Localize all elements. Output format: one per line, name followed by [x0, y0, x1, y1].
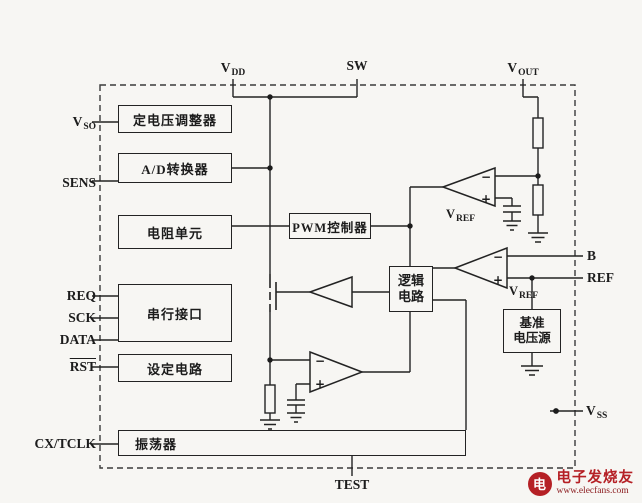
- pin-vdd-sub: DD: [231, 68, 246, 78]
- pin-vout-base: V: [507, 60, 518, 75]
- pin-rst-text: RST: [69, 359, 96, 374]
- pin-ref: REF: [587, 270, 614, 285]
- watermark-brand: 电子发烧友: [556, 470, 634, 486]
- pin-vout: VOUT: [499, 60, 547, 78]
- pin-vso: VSO: [40, 114, 96, 132]
- pin-cxtclk: CX/TCLK: [34, 436, 96, 451]
- net-vref2-base: V: [509, 284, 519, 298]
- net-vref1-base: V: [446, 207, 456, 221]
- pin-vso-sub: SO: [83, 122, 96, 132]
- comparator-feedback: [440, 166, 496, 208]
- pin-vss: VSS: [586, 403, 607, 421]
- pin-rst: RST: [40, 359, 96, 375]
- block-oscillator: 振荡器: [118, 430, 466, 456]
- pin-data: DATA: [59, 332, 96, 347]
- logic-line1: 逻辑: [397, 273, 424, 289]
- pin-vss-base: V: [586, 403, 596, 418]
- block-adc: A/D转换器: [118, 153, 232, 183]
- block-setting-circuit: 设定电路: [118, 354, 232, 382]
- pin-b: B: [587, 248, 597, 263]
- ground-divider: [528, 232, 548, 243]
- mosfet-symbol: [269, 274, 277, 312]
- ref-source-line2: 电压源: [513, 331, 551, 345]
- block-logic-circuit: 逻辑 电路: [389, 266, 433, 312]
- net-vref-2: VREF: [509, 284, 539, 301]
- comparator-current: [309, 350, 365, 394]
- net-vref1-sub: REF: [456, 214, 476, 224]
- resistor-divider-top: [532, 117, 544, 149]
- gate-driver-buffer: [307, 275, 353, 309]
- pin-vdd: VDD: [211, 60, 255, 78]
- capacitor-comp3: [287, 399, 305, 406]
- comp3-plus-sign: +: [315, 377, 325, 391]
- logic-line2: 电路: [397, 289, 424, 304]
- watermark: 电 电子发烧友 www.elecfans.com: [527, 470, 635, 497]
- comp2-plus-sign: +: [493, 273, 503, 287]
- pin-vdd-base: V: [220, 60, 231, 75]
- comp1-minus-sign: −: [481, 170, 491, 184]
- comp2-minus-sign: −: [493, 250, 503, 264]
- pin-sw: SW: [346, 58, 368, 73]
- pin-vout-sub: OUT: [518, 68, 539, 78]
- pin-req: REQ: [66, 288, 96, 303]
- net-vref2-sub: REF: [519, 291, 539, 301]
- ground-ref-source: [521, 365, 543, 376]
- pin-sens: SENS: [62, 175, 96, 190]
- block-regulator: 定电压调整器: [118, 105, 232, 133]
- resistor-divider-bottom: [532, 184, 544, 216]
- ic-boundary: [99, 84, 576, 469]
- pin-sck: SCK: [68, 310, 96, 325]
- comparator-ref: [452, 246, 508, 290]
- net-vref-1: VREF: [446, 207, 476, 224]
- pin-test: TEST: [334, 477, 370, 492]
- elecfans-logo-icon: 电: [527, 471, 552, 496]
- pin-vss-sub: SS: [596, 411, 608, 421]
- watermark-url: www.elecfans.com: [556, 486, 629, 496]
- comp1-plus-sign: +: [481, 192, 491, 206]
- ground-comp3-cap: [287, 412, 305, 423]
- wires: [92, 79, 583, 476]
- ground-sense-resistor: [260, 419, 280, 430]
- junction-dots: [267, 94, 559, 414]
- comp3-minus-sign: −: [315, 354, 325, 368]
- ground-comp1: [503, 220, 521, 231]
- ref-source-line1: 基准: [519, 316, 545, 330]
- block-serial-interface: 串行接口: [118, 284, 232, 342]
- pin-vso-base: V: [72, 114, 83, 129]
- block-pwm-controller: PWM控制器: [289, 213, 371, 239]
- resistor-sense: [264, 384, 276, 414]
- block-ref-voltage-source: 基准 电压源: [503, 309, 561, 353]
- capacitor-comp1: [503, 205, 521, 213]
- block-resistor-unit: 电阻单元: [118, 215, 232, 249]
